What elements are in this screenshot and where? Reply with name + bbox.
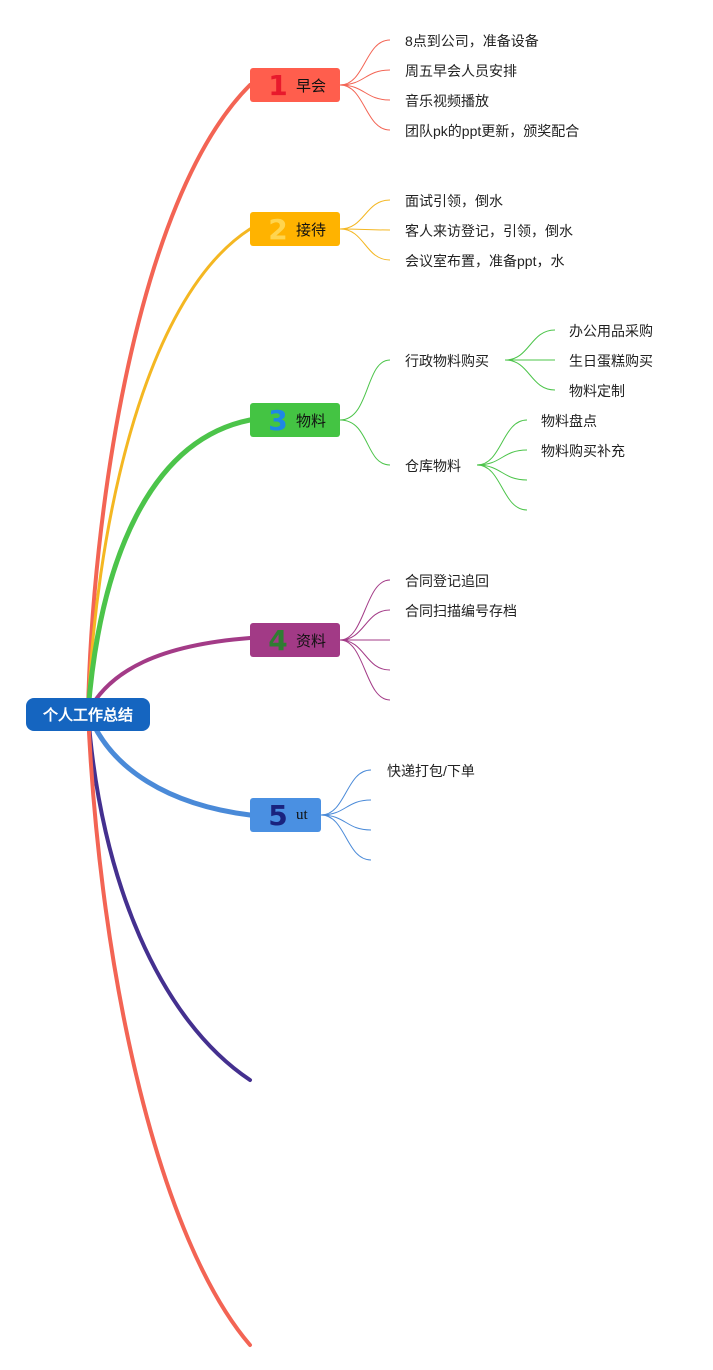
branch-1-topic[interactable]: 1 早会 bbox=[250, 68, 340, 102]
connector-branch-4 bbox=[86, 636, 252, 714]
branch-3-topic[interactable]: 3 物料 bbox=[250, 403, 340, 437]
leaf-connector-3-1-3 bbox=[504, 359, 556, 391]
connector-branch-3 bbox=[85, 417, 253, 715]
leaf-1-1[interactable]: 8点到公司，准备设备 bbox=[405, 33, 539, 49]
leaf-3-1-1[interactable]: 办公用品采购 bbox=[569, 323, 653, 339]
leaf-5-1[interactable]: 快递打包/下单 bbox=[387, 763, 475, 779]
connector-branch-2 bbox=[86, 227, 252, 714]
leaf-connector-3-1 bbox=[339, 359, 391, 421]
leaf-1-4[interactable]: 团队pk的ppt更新，颁奖配合 bbox=[405, 123, 580, 139]
leaf-2-2[interactable]: 客人来访登记，引领，倒水 bbox=[405, 223, 573, 239]
branch-4-label: 资料 bbox=[296, 632, 327, 650]
connector-branch-1 bbox=[86, 83, 252, 714]
connector-extra-1 bbox=[86, 710, 252, 1082]
leaf-1-2[interactable]: 周五早会人员安排 bbox=[405, 63, 517, 79]
leaf-3-2-1[interactable]: 物料盘点 bbox=[541, 413, 597, 429]
leaf-connector-1-1 bbox=[339, 39, 391, 86]
leaf-3-2-2[interactable]: 物料购买补充 bbox=[541, 443, 625, 459]
number-2-icon: 2 bbox=[268, 212, 288, 246]
leaf-connector-1-3 bbox=[339, 84, 391, 101]
leaf-2-3[interactable]: 会议室布置，准备ppt，水 bbox=[405, 253, 565, 269]
leaf-connector-3-2-4 bbox=[476, 464, 528, 511]
leaf-4-1[interactable]: 合同登记追回 bbox=[405, 573, 489, 589]
branch-2-label: 接待 bbox=[296, 221, 327, 239]
branch-connectors bbox=[85, 83, 253, 1347]
branch-1-label: 早会 bbox=[296, 77, 327, 95]
leaf-connector-3-2 bbox=[339, 419, 391, 466]
leaf-connectors bbox=[320, 39, 556, 861]
branch-5-topic[interactable]: 5 ut bbox=[250, 798, 321, 832]
leaf-3-1-2[interactable]: 生日蛋糕购买 bbox=[569, 353, 653, 369]
number-5-icon: 5 bbox=[268, 798, 288, 832]
leaf-connector-5-1 bbox=[320, 769, 372, 816]
leaf-connector-5-4 bbox=[320, 814, 372, 861]
leaf-connector-1-2 bbox=[339, 69, 391, 86]
leaf-connector-5-3 bbox=[320, 814, 372, 831]
leaf-connector-4-2 bbox=[339, 609, 391, 641]
leaf-connector-3-2-3 bbox=[476, 464, 528, 481]
leaf-4-2[interactable]: 合同扫描编号存档 bbox=[405, 603, 517, 619]
leaf-connector-1-4 bbox=[339, 84, 391, 131]
leaf-connector-3-1-1 bbox=[504, 329, 556, 361]
branch-4-topic[interactable]: 4 资料 bbox=[250, 623, 340, 657]
leaf-3-1-3[interactable]: 物料定制 bbox=[569, 383, 625, 399]
leaf-1-3[interactable]: 音乐视频播放 bbox=[405, 93, 489, 109]
number-4-icon: 4 bbox=[268, 623, 288, 657]
branch-2-topic[interactable]: 2 接待 bbox=[250, 212, 340, 246]
leaf-connector-2-3 bbox=[339, 228, 391, 261]
root-topic[interactable]: 个人工作总结 bbox=[26, 698, 150, 731]
connector-branch-5 bbox=[85, 709, 253, 818]
number-1-icon: 1 bbox=[268, 68, 288, 102]
leaf-2-1[interactable]: 面试引领，倒水 bbox=[405, 193, 503, 209]
leaf-connector-4-5 bbox=[339, 639, 391, 701]
leaf-connector-2-2 bbox=[339, 228, 391, 231]
leaf-connector-3-2-1 bbox=[476, 419, 528, 466]
leaf-connector-4-1 bbox=[339, 579, 391, 641]
branch-3-label: 物料 bbox=[296, 412, 327, 430]
connector-extra-2 bbox=[86, 710, 252, 1347]
leaf-connector-4-4 bbox=[339, 639, 391, 671]
leaf-connector-2-1 bbox=[339, 199, 391, 230]
subtopic-3-2[interactable]: 仓库物料 bbox=[405, 458, 461, 474]
subtopic-3-1[interactable]: 行政物料购买 bbox=[405, 353, 489, 369]
number-3-icon: 3 bbox=[268, 403, 288, 437]
leaf-connector-5-2 bbox=[320, 799, 372, 816]
branch-5-label: ut bbox=[296, 806, 308, 823]
leaf-connector-3-2-2 bbox=[476, 449, 528, 466]
